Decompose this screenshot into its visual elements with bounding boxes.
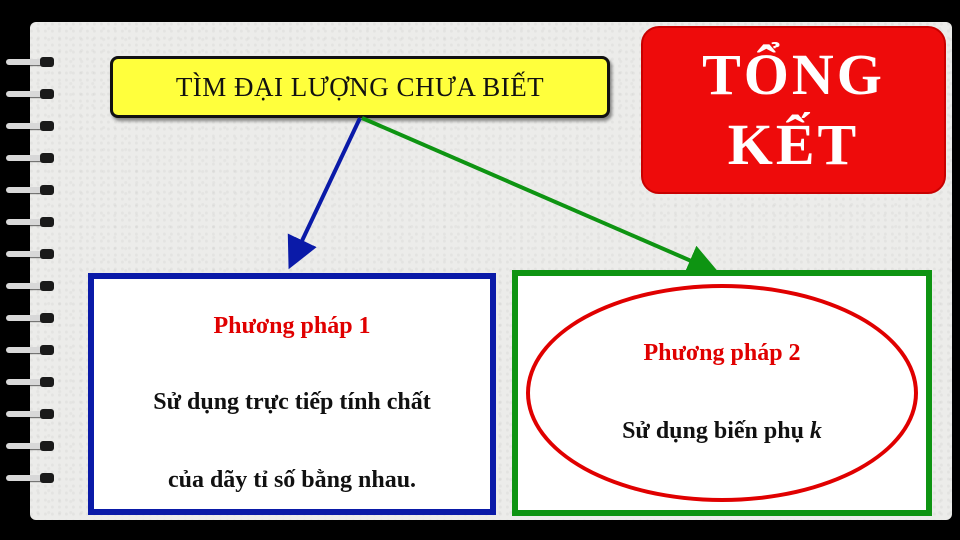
ring-icon	[6, 280, 70, 292]
arrow-to-method-2	[361, 116, 720, 276]
method-1-text-line-1: Sử dụng trực tiếp tính chất	[153, 389, 431, 415]
ring-icon	[6, 56, 70, 68]
method-2-title: Phương pháp 2	[643, 340, 801, 366]
method-1-box: Phương pháp 1 Sử dụng trực tiếp tính chấ…	[88, 273, 496, 515]
ring-icon	[6, 120, 70, 132]
arrow-to-method-1	[287, 117, 362, 270]
method-2-text-line-1: Sử dụng biến phụ k	[518, 418, 926, 445]
summary-box: TỔNG KẾT	[641, 26, 946, 194]
ring-icon	[6, 344, 70, 356]
ring-icon	[6, 152, 70, 164]
ring-icon	[6, 248, 70, 260]
method-2-box: Phương pháp 2 Sử dụng biến phụ k	[512, 270, 932, 516]
find-unknown-label: TÌM ĐẠI LƯỢNG CHƯA BIẾT	[175, 71, 545, 102]
find-unknown-box: TÌM ĐẠI LƯỢNG CHƯA BIẾT	[110, 56, 610, 118]
ring-icon	[6, 440, 70, 452]
method-1-text-line-2: của dãy tỉ số bằng nhau.	[167, 467, 417, 493]
ring-icon	[6, 184, 70, 196]
ring-icon	[6, 216, 70, 228]
ring-icon	[6, 88, 70, 100]
summary-line-1: TỔNG	[702, 42, 885, 107]
ring-icon	[6, 312, 70, 324]
method-2-text-prefix: Sử dụng biến phụ	[622, 418, 804, 444]
ring-icon	[6, 408, 70, 420]
ring-icon	[6, 472, 70, 484]
summary-line-2: KẾT	[727, 112, 860, 177]
method-1-title: Phương pháp 1	[213, 313, 371, 339]
method-2-variable: k	[809, 418, 822, 444]
ring-icon	[6, 376, 70, 388]
highlight-ellipse	[526, 284, 918, 502]
